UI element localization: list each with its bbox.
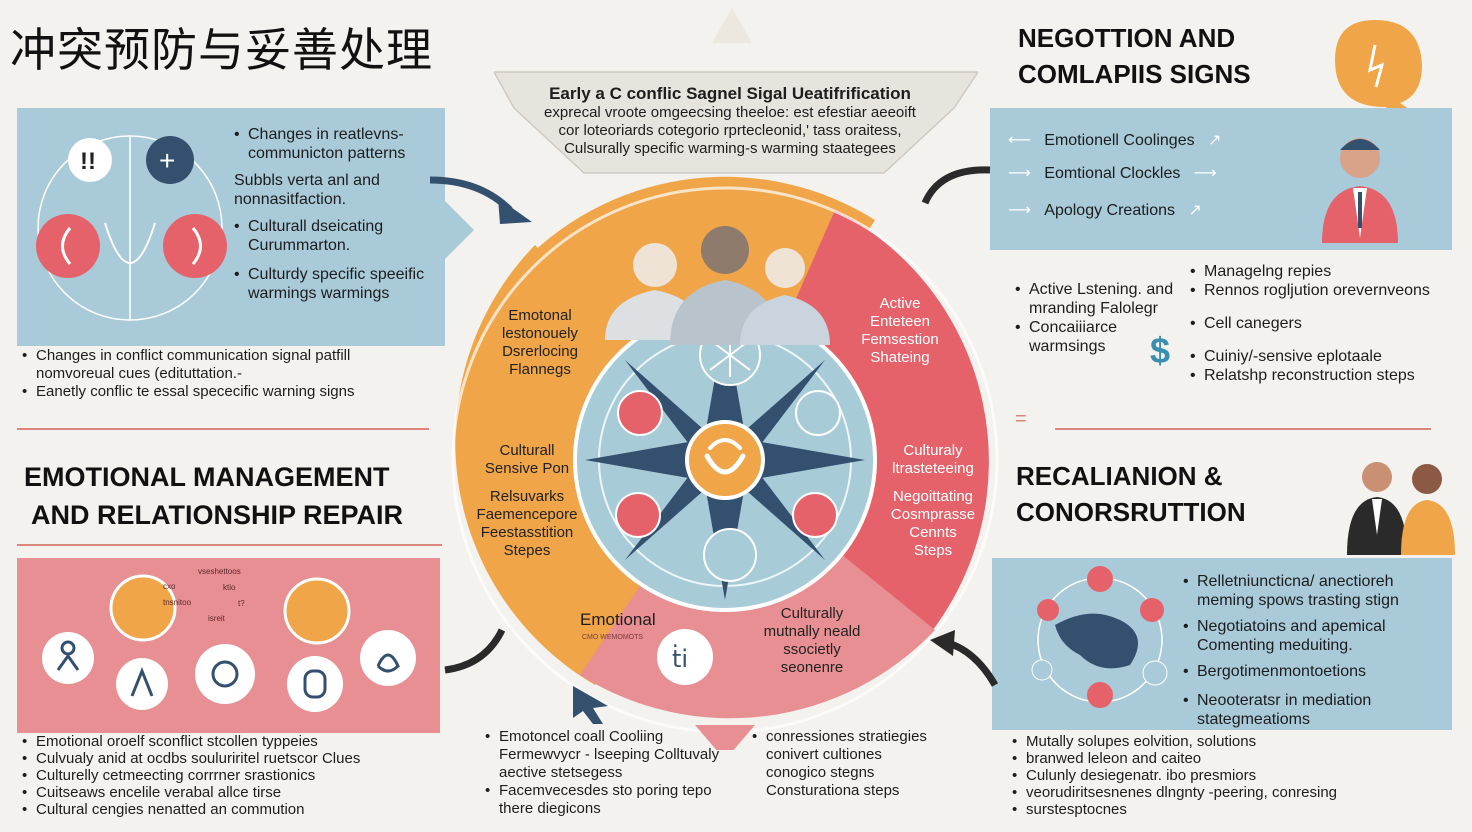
equals-icon: = (1015, 408, 1027, 430)
bottom-center-right: conressiones stratiegies conivert cultio… (752, 728, 982, 800)
person-illustration (1322, 138, 1398, 243)
face-diagram: !! + (36, 135, 227, 321)
gear-icon (795, 390, 841, 436)
face-icon (287, 656, 343, 712)
emotional-icons (42, 574, 416, 712)
page-title: 冲突预防与妥善处理 (10, 23, 433, 77)
emotional-notes: Emotional oroelf sconflict stcollen typp… (22, 733, 442, 818)
link-icon (360, 630, 416, 686)
top-right-list-left: Active Lstening. and mranding Falolegr C… (1015, 280, 1175, 356)
arrow-bottom-left (444, 628, 506, 674)
svg-text:+: + (159, 145, 175, 176)
node-left-low (1031, 659, 1053, 681)
bottom-center-list: Emotoncel coall Cooliing Fermewvycr - ls… (485, 728, 735, 818)
people-group-illustration (605, 226, 830, 345)
people-icon (657, 629, 713, 685)
reconciliation-panel-list: Relletniuncticna/ anectioreh meming spow… (1183, 572, 1443, 729)
svg-text:!!: !! (80, 148, 96, 175)
reconciliation-heading: RECALIANION & CONORSRUTTION (1016, 461, 1246, 527)
divider (17, 428, 429, 430)
node-right-low (1142, 660, 1168, 686)
embrace-icon (195, 644, 255, 704)
top-right-list-right: Managelng repies Rennos rogljution oreve… (1190, 262, 1450, 385)
wheel-label-negotiating: Culturaly ltrasteteeing Negoittating Cos… (890, 442, 976, 559)
wheel-label-active: Active Enteteen Femsestion Shateing (861, 295, 939, 366)
reconciliation-notes: Mutally solupes eolvition, solutions bra… (1012, 733, 1452, 818)
hand-icon (109, 574, 177, 642)
node-bottom (1087, 682, 1113, 708)
dollar-icon: $ (1150, 330, 1171, 371)
wheel-label-bottom-emotional: Emotional (580, 610, 656, 629)
wheel-label-cultural: Culturall Sensive Pon Relsuvarks Faemenc… (476, 442, 578, 559)
node-left (1037, 599, 1059, 621)
globe-network-illustration (1031, 566, 1168, 708)
svg-text:ṫi: ṫi (672, 643, 688, 673)
scribble-icon (703, 528, 757, 582)
arrow-top-right (921, 166, 991, 205)
heart-icon (792, 492, 838, 538)
conflict-wheel: ṫi (451, 176, 999, 750)
top-right-panel-list: ⟵ Emotionell Coolinges ↗ ⟶ Eomtional Clo… (1008, 132, 1222, 219)
speech-bubble-icon (1335, 20, 1435, 127)
arrow-bottom-center (573, 686, 608, 724)
gesture-icon (283, 577, 351, 645)
wheel-label-bottom-small: CMO WEMOMOTS (582, 634, 644, 641)
wheel-label-emotional: Emotonal lestonouely Dsrerlocing Flanneg… (502, 307, 578, 378)
brain-icon (617, 390, 663, 436)
top-left-notes: Changes in conflict communication signal… (22, 347, 432, 401)
head-icon (615, 492, 661, 538)
emotional-heading: EMOTIONAL MANAGEMENT AND RELATIONSHIP RE… (24, 462, 404, 530)
alert-icon (68, 138, 112, 182)
left-face-icon (36, 214, 100, 278)
divider-right (1055, 428, 1431, 430)
emotional-mini-labels: vseshettoos cxo ktio tnsnitoo t? isreit (163, 567, 245, 623)
panel-arrow (444, 200, 474, 260)
top-left-panel-list: Changes in reatlevns- communicton patter… (234, 125, 439, 303)
figure-icon (116, 658, 168, 710)
top-banner-text: Early a C conflic Sagnel Sigal Ueatifrif… (544, 84, 916, 157)
divider-emotional (17, 544, 442, 546)
node-top (1087, 566, 1113, 592)
right-face-icon (163, 214, 227, 278)
negotiation-heading: NEGOTTION AND COMLAPIIS SIGNS (1018, 23, 1251, 89)
node-right (1140, 598, 1164, 622)
top-banner-shape (494, 8, 978, 174)
two-people-illustration (1347, 462, 1455, 555)
plus-icon (146, 136, 194, 184)
arrow-bottom-right (930, 630, 999, 687)
wheel-label-bottom-cultural: Culturally mutnally neald ssocietly seon… (763, 605, 861, 676)
arrow-top-left (429, 176, 532, 224)
